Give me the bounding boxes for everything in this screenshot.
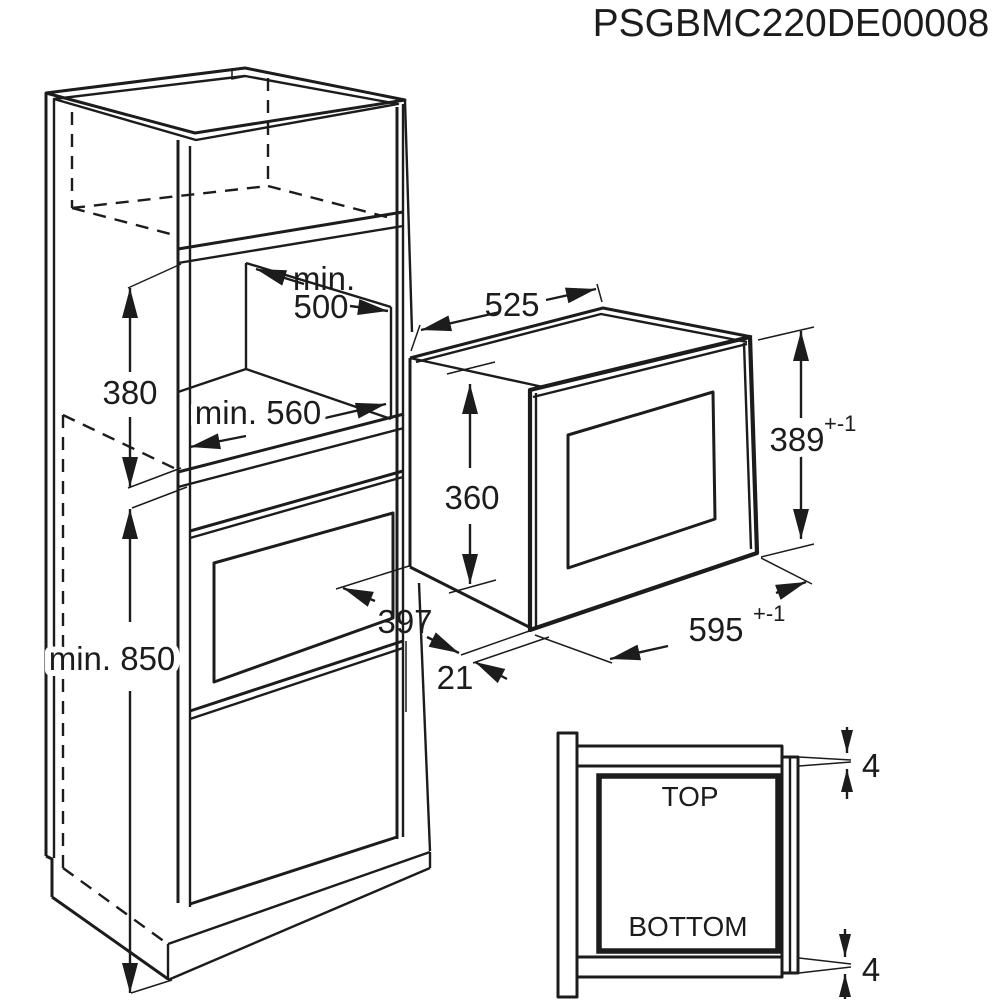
niche-width-label-line1: min. [293,260,355,297]
side-detail-drawing: TOP BOTTOM 4 4 [556,727,880,999]
front-height-tolerance: +-1 [824,411,856,436]
dimension-niche-height: 380 [96,263,182,489]
gap-bottom-label: 4 [862,951,880,988]
microwave-body-height-label: 360 [444,479,499,516]
dimension-body-depth: 397 [335,565,433,712]
detail-bottom-label: BOTTOM [628,911,747,942]
dimension-front-width: 595 +-1 [534,557,813,664]
cabinet-drawing [44,66,432,982]
dimension-niche-width: min. 500 [255,260,389,325]
front-width-label: 595 [688,611,743,648]
dimension-niche-depth: min. 560 [189,388,387,450]
gap-top-label: 4 [862,747,880,784]
niche-height-label: 380 [102,374,157,411]
microwave-drawing [408,306,760,633]
cabinet-height-label: min. 850 [49,640,176,677]
detail-top-label: TOP [661,781,718,812]
microwave-width-label: 525 [484,286,539,323]
dimension-gap-bottom: 4 [798,929,880,999]
body-depth-label: 397 [377,603,432,640]
niche-width-label-line2: 500 [293,288,348,325]
niche-depth-label: min. 560 [195,394,322,431]
dimension-front-height: 389 +-1 [757,326,862,558]
dimension-microwave-width: 525 [410,283,603,352]
dimension-microwave-body-height: 360 [438,361,506,594]
front-width-tolerance: +-1 [753,601,785,626]
dimension-door-overhang: 21 [426,628,550,696]
dimension-gap-top: 4 [798,727,880,799]
door-overhang-label: 21 [437,659,474,696]
dimension-cabinet-height: min. 850 [43,486,188,994]
front-height-label: 389 [769,421,824,458]
drawing-title: PSGBMC220DE00008 [593,2,990,45]
